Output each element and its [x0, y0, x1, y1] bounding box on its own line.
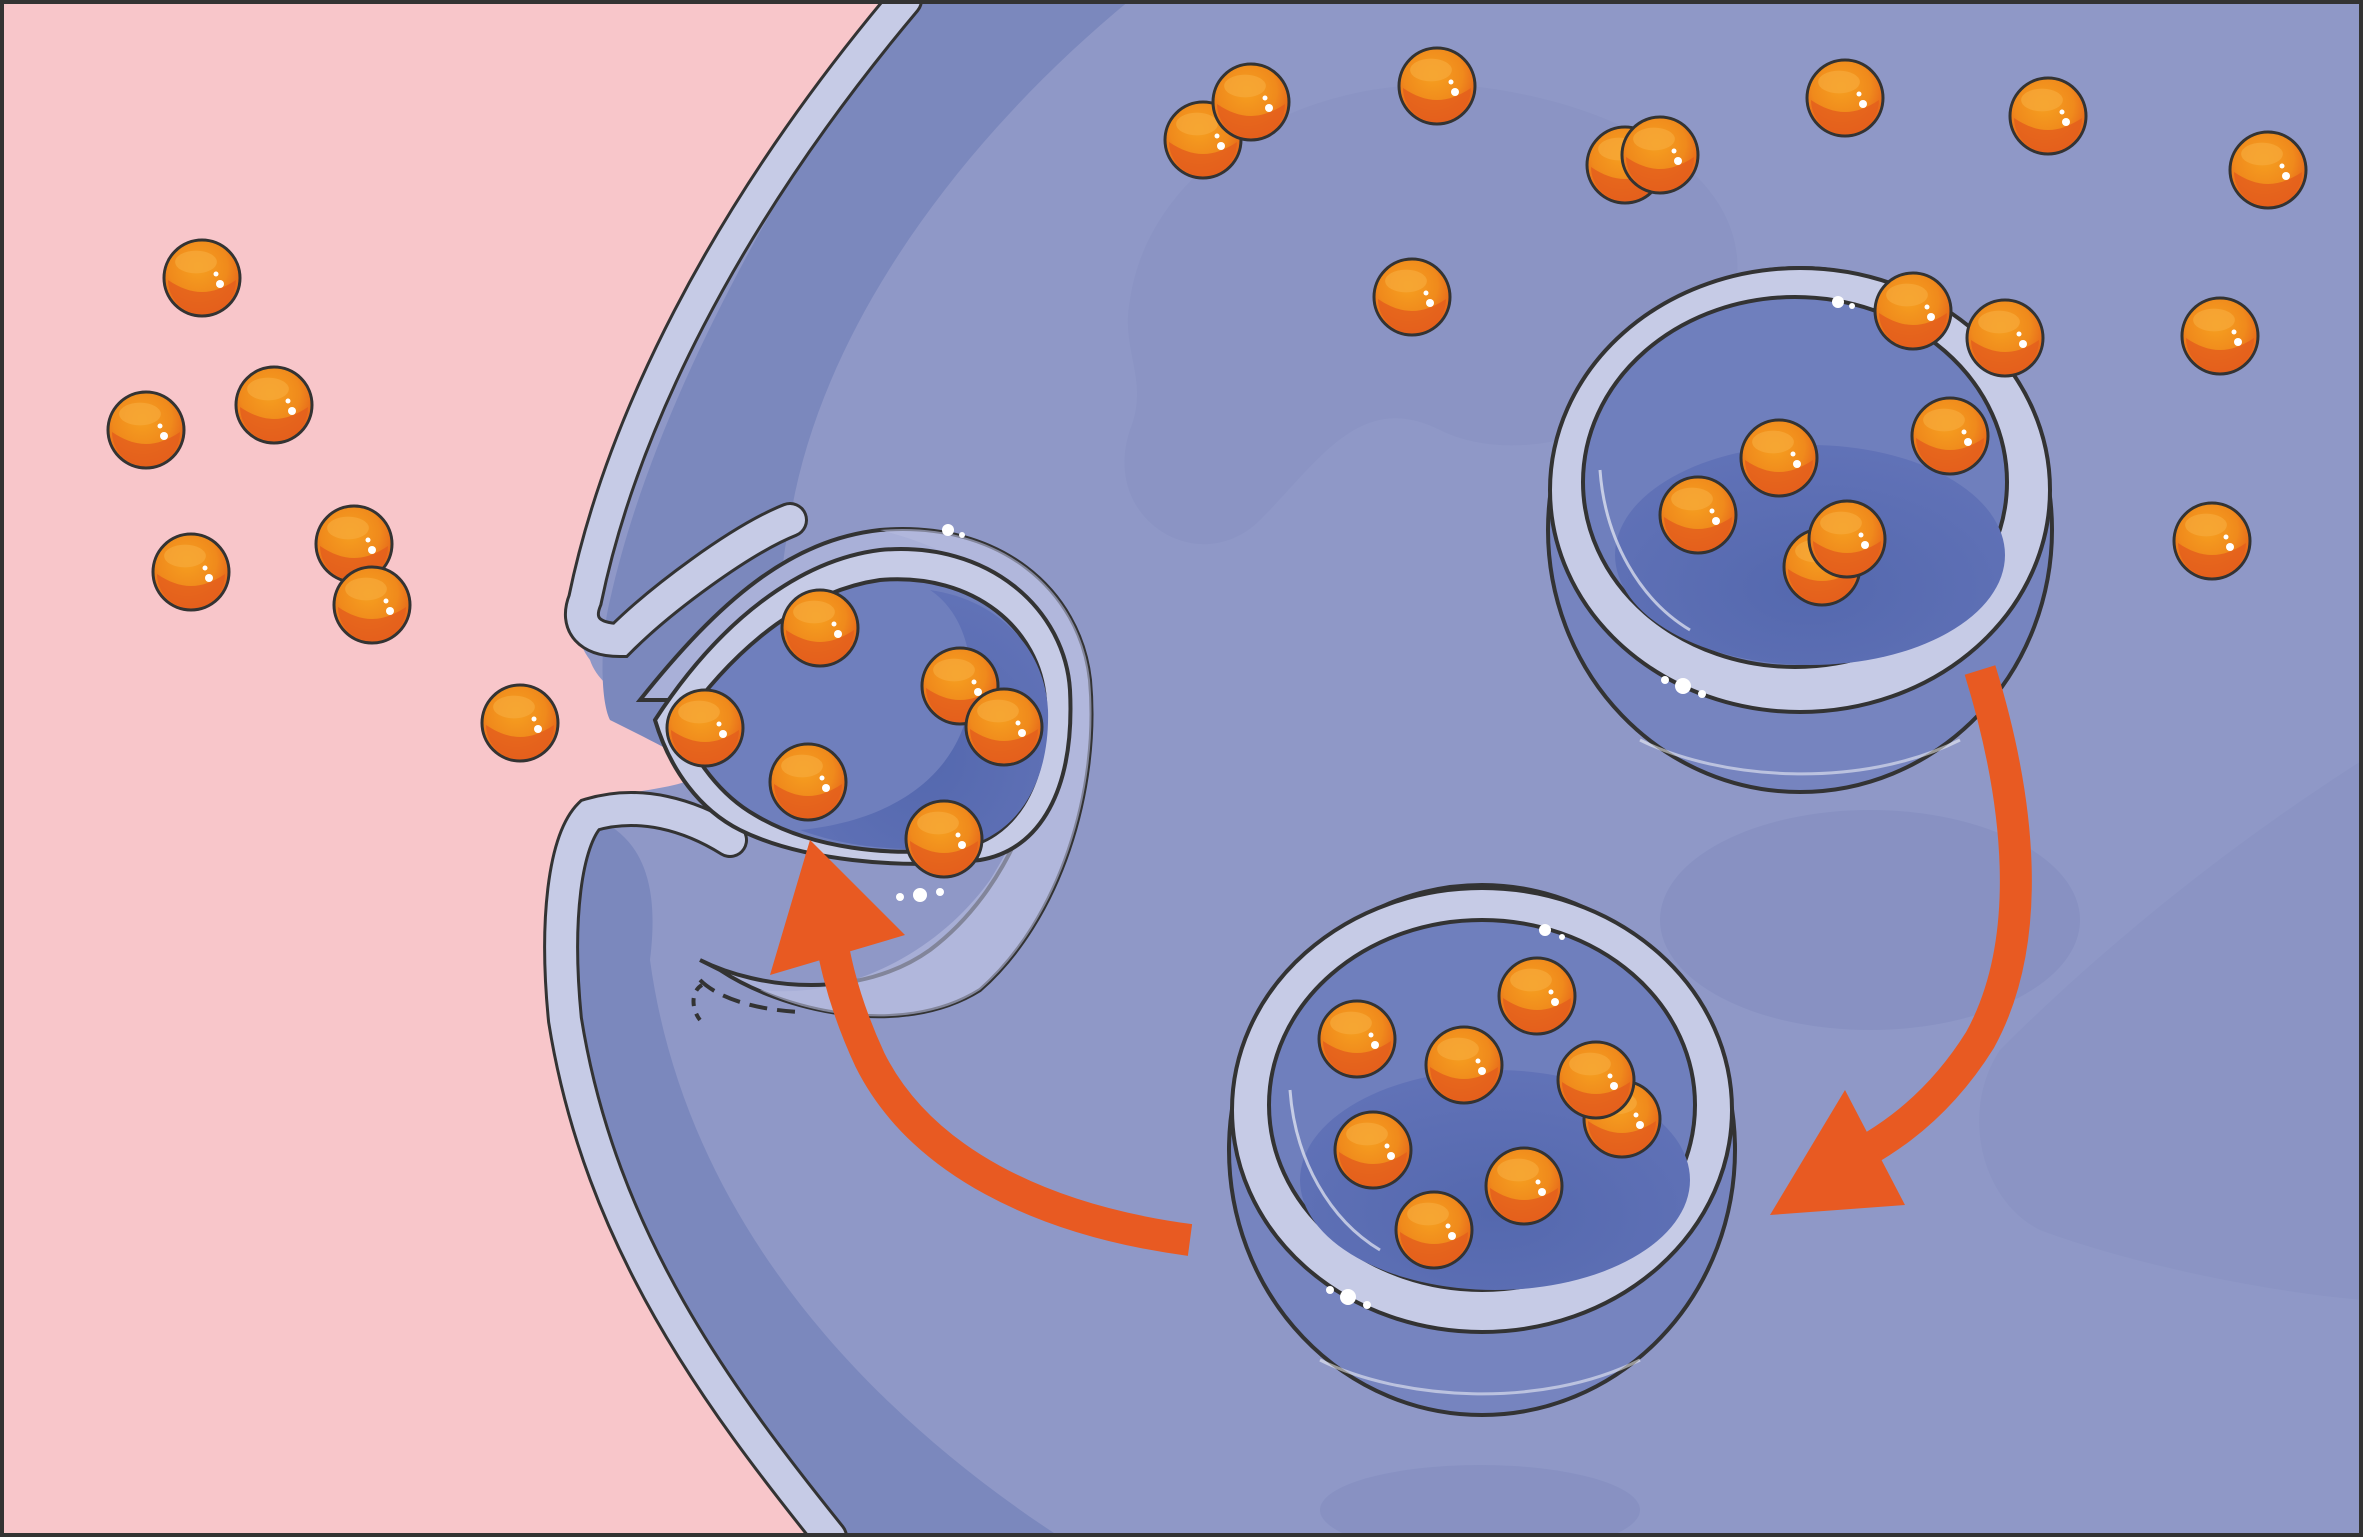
particle-fusing-vesicle [780, 588, 860, 668]
cytoplasm-blob [1979, 760, 2363, 1300]
particle-extracellular [106, 390, 186, 470]
particle-upper-vesicle [1807, 499, 1887, 579]
particle-cytoplasm [1372, 257, 1452, 337]
particle-lower-vesicle [1317, 999, 1397, 1079]
particle-lower-vesicle [1556, 1040, 1636, 1120]
particle-extracellular [234, 365, 314, 445]
sparkles [896, 296, 1855, 1309]
cytoplasm-blob [1320, 1465, 1640, 1537]
particle-cytoplasm [2172, 501, 2252, 581]
particle-lower-vesicle [1424, 1025, 1504, 1105]
particle-cytoplasm [2180, 296, 2260, 376]
plasma-membrane [543, 0, 923, 1537]
particle-fusing-vesicle [768, 742, 848, 822]
arrow-head [1770, 1090, 1905, 1215]
particle-lower-vesicle [1497, 956, 1577, 1036]
arrow-to-lower-vesicle [1770, 665, 2032, 1215]
particle-upper-vesicle [1910, 396, 1990, 476]
particle-cytoplasm [1805, 58, 1885, 138]
particle-extracellular [480, 683, 560, 763]
particle-cytoplasm [2008, 76, 2088, 156]
arrow-head [770, 840, 905, 975]
particle-lower-vesicle [1484, 1146, 1564, 1226]
particle-fusing-vesicle [665, 688, 745, 768]
particle-fusing-vesicle [904, 799, 984, 879]
curved-arrow [1822, 665, 2032, 1185]
particle-cytoplasm [1211, 62, 1291, 142]
particle-lower-vesicle [1394, 1190, 1474, 1270]
particle-cytoplasm [2228, 130, 2308, 210]
particle-upper-vesicle [1739, 418, 1819, 498]
particle-extracellular [151, 532, 231, 612]
particles [106, 46, 2308, 1270]
arrow-to-membrane [770, 840, 1193, 1256]
cytoplasm-shade [571, 0, 1130, 1537]
particle-cytoplasm [1620, 115, 1700, 195]
particle-lower-vesicle [1333, 1110, 1413, 1190]
vesicle-lower [1227, 883, 1737, 1417]
particle-extracellular [332, 565, 412, 645]
particle-fusing-vesicle [964, 687, 1044, 767]
particle-cytoplasm [1397, 46, 1477, 126]
particle-upper-vesicle [1873, 271, 1953, 351]
cytoplasm-blob [1660, 810, 2080, 1030]
particle-upper-vesicle [1658, 475, 1738, 555]
particle-upper-vesicle [1965, 298, 2045, 378]
particle-extracellular [162, 238, 242, 318]
